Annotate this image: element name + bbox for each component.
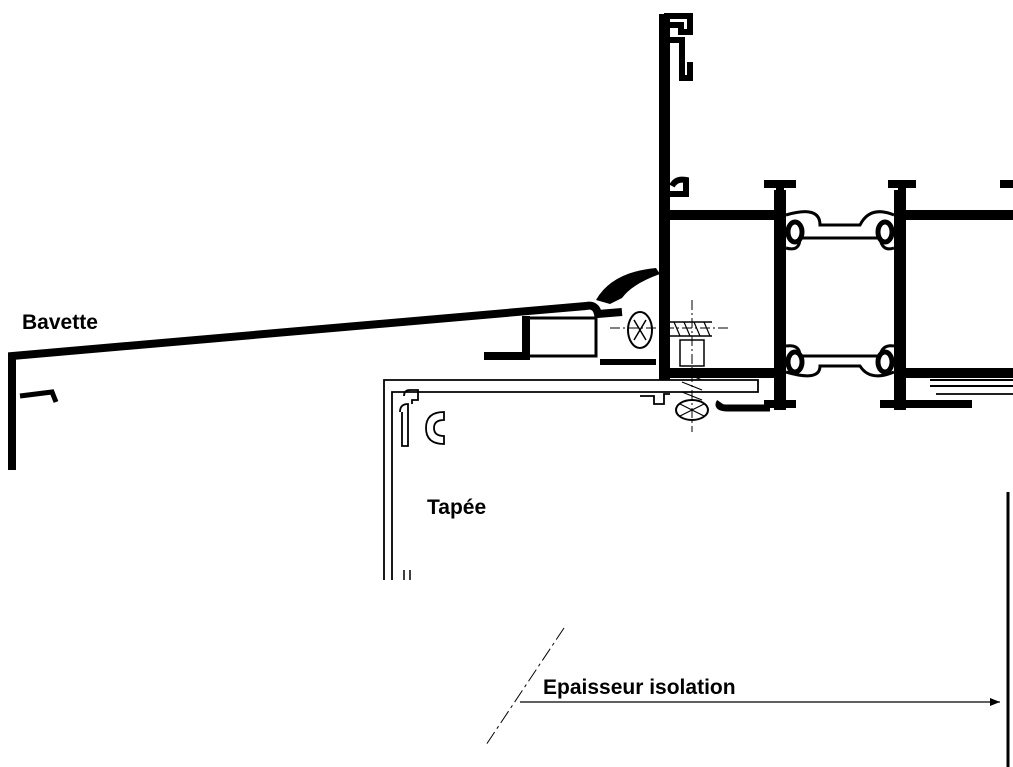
bavette-flashing — [8, 268, 660, 470]
epaisseur-isolation-dimension — [485, 492, 1010, 767]
epaisseur-isolation-label: Epaisseur isolation — [543, 676, 736, 699]
sash-profile-horizontal — [664, 180, 1013, 412]
frame-profile-vertical — [659, 13, 693, 380]
screw-fasteners — [610, 300, 730, 432]
bavette-label: Bavette — [22, 311, 98, 334]
tapee-label: Tapée — [427, 496, 486, 519]
tapee-profile — [383, 379, 1013, 580]
